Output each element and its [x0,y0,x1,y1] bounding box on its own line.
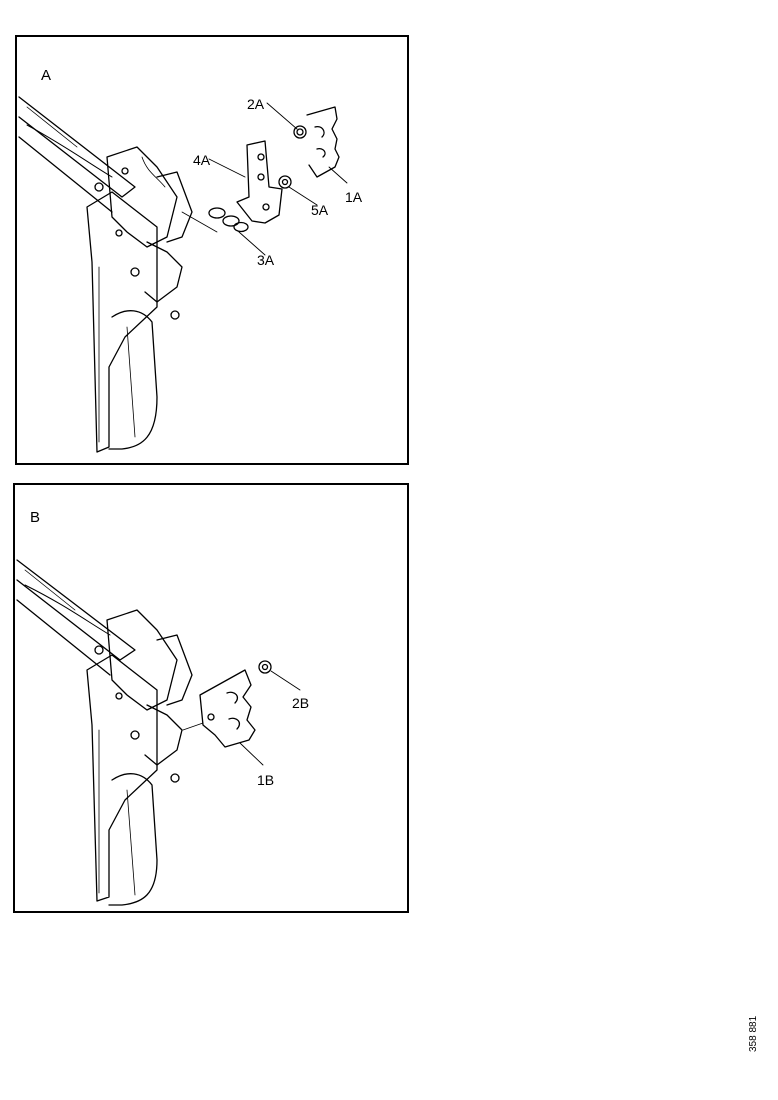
callout-3a: 3A [257,252,275,268]
diagram-panel-a: A [15,35,409,465]
callout-1b: 1B [257,772,274,788]
callout-2a: 2A [247,96,265,112]
frame-rail [18,96,136,198]
plate-1b [199,669,256,748]
diagram-panel-b: B [13,483,409,913]
support-post [86,654,158,902]
bolt-2a [293,125,307,139]
hinge-assembly [106,609,178,711]
hinge-assembly [106,146,178,248]
washer-3a [208,207,226,219]
support-post [86,191,158,453]
callout-1a: 1A [345,189,363,205]
lower-leg [108,773,158,906]
cable [26,124,113,178]
panel-a-label: A [41,67,52,84]
panel-a-drawing: 2A 4A 1A 5A 3A [18,96,363,453]
callout-2b: 2B [292,695,309,711]
lower-leg [108,310,158,450]
panel-b-drawing: 2B 1B [16,559,309,906]
bracket-4a [236,140,283,224]
plate-1a [306,106,340,178]
figure-reference-number: 358 881 [748,1015,759,1052]
bolt-2b [258,660,272,674]
callout-5a: 5A [311,202,329,218]
panel-b-label: B [30,509,41,526]
nut-5a [278,175,292,189]
frame-rail [16,559,136,661]
callout-4a: 4A [193,152,211,168]
bolt-1 [94,182,104,192]
